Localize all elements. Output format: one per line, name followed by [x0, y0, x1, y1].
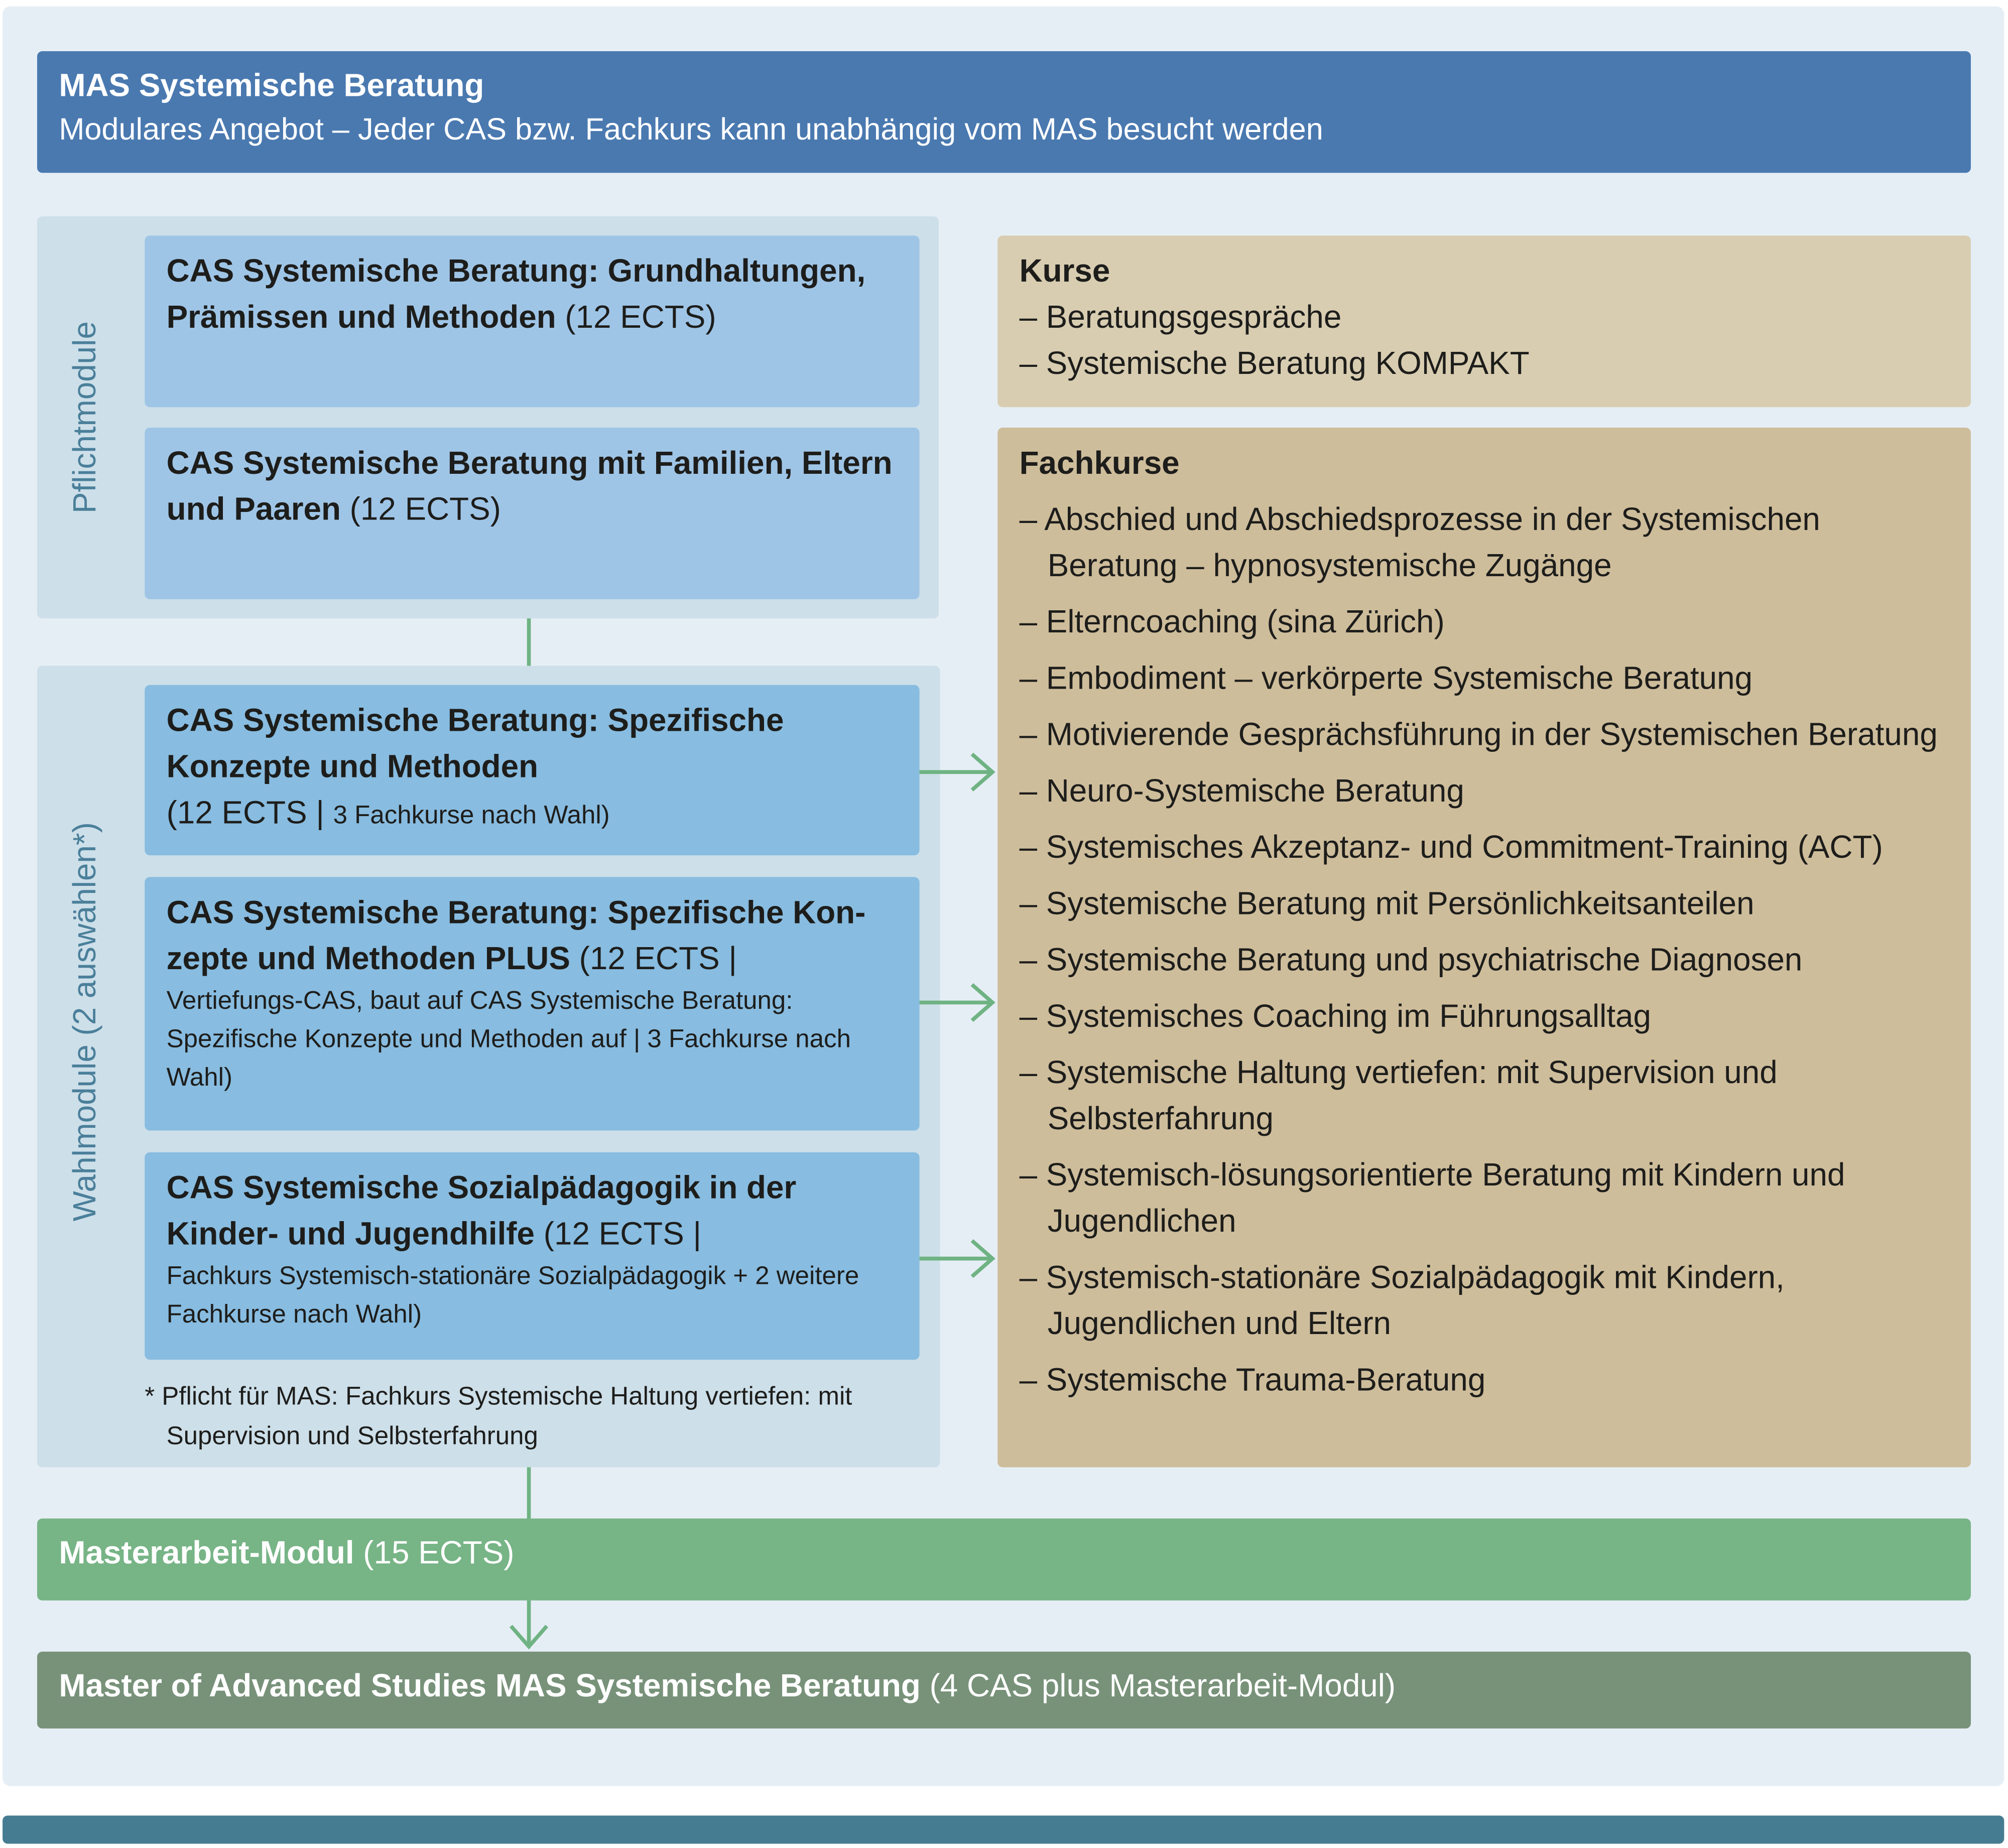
program-title: MAS Systemische Beratung — [59, 68, 484, 104]
fachkurs-item: – Systemische Haltung vertiefen: mit Sup… — [1019, 1055, 1778, 1137]
fachkurs-item: – Systemisches Akzeptanz- und Commitment… — [1019, 830, 1883, 866]
arrow-right-icon — [919, 983, 995, 1022]
module-ects: (12 ECTS | — [570, 941, 737, 977]
module-title: CAS Systemische Beratung: Grundhaltungen… — [166, 253, 866, 336]
module-ects: (12 ECTS | — [535, 1216, 702, 1252]
fachkurse-box: Fachkurse – Abschied und Abschiedsprozes… — [997, 428, 1971, 1468]
fachkurs-item: – Systemische Beratung mit Persönlichkei… — [1019, 886, 1754, 922]
fachkurs-item: – Neuro-Systemische Beratung — [1019, 773, 1464, 810]
program-header: MAS Systemische Beratung Modulares Angeb… — [37, 51, 1971, 173]
module-detail: 3 Fachkurse nach Wahl) — [333, 801, 610, 830]
fachkurs-item: – Systemisch-lösungsorientierte Beratung… — [1019, 1157, 1845, 1240]
kurse-box: Kurse – Beratungsgespräche – Systemische… — [997, 235, 1971, 408]
kurs-item: – Systemische Beratung KOMPAKT — [1019, 345, 1530, 382]
module-detail: Vertiefungs-CAS, baut auf CAS Systemisch… — [166, 987, 851, 1093]
cas-module-familien: CAS Systemische Beratung mit Familien, E… — [145, 428, 920, 599]
fachkurs-item: – Embodiment – verkörperte Systemische B… — [1019, 661, 1753, 697]
masterarbeit-ects: (15 ECTS) — [354, 1535, 515, 1571]
module-title: CAS Systemische Sozialpädagogik in der K… — [166, 1170, 797, 1252]
fachkurs-item: – Elterncoaching (sina Zürich) — [1019, 604, 1445, 640]
arrow-down-icon — [509, 1600, 549, 1650]
cas-module-sozialpaedagogik: CAS Systemische Sozialpädagogik in der K… — [145, 1152, 920, 1360]
fachkurs-item: – Systemische Trauma-Beratung — [1019, 1362, 1486, 1398]
mas-degree: Master of Advanced Studies MAS Systemisc… — [37, 1651, 1971, 1729]
fachkurs-item: – Motivierende Gesprächsführung in der S… — [1019, 717, 1938, 753]
arrow-right-icon — [919, 1239, 995, 1278]
module-ects: (12 ECTS | — [166, 795, 333, 831]
module-title: CAS Systemische Beratung: Spezifische Ko… — [166, 895, 866, 977]
cas-module-grundhaltungen: CAS Systemische Beratung: Grundhaltungen… — [145, 235, 920, 408]
masterarbeit-title: Masterarbeit-Modul — [59, 1535, 354, 1571]
module-detail: Fachkurs Systemisch-stationäre Sozialpäd… — [166, 1262, 859, 1329]
fachkurs-item: – Systemisch-stationäre Sozialpädagogik … — [1019, 1260, 1785, 1342]
mas-title: Master of Advanced Studies MAS Systemisc… — [59, 1668, 921, 1704]
footnote: * Pflicht für MAS: Fachkurs Systemische … — [145, 1383, 852, 1451]
module-ects: (12 ECTS) — [556, 299, 716, 336]
fachkurs-item: – Systemische Beratung und psychiatrisch… — [1019, 942, 1803, 978]
fachkurse-title: Fachkurse — [1019, 445, 1180, 482]
masterarbeit-module: Masterarbeit-Modul (15 ECTS) — [37, 1518, 1971, 1601]
fachkurs-item: – Abschied und Abschiedsprozesse in der … — [1019, 501, 1820, 584]
module-title: CAS Systemische Beratung: Spezifische Ko… — [166, 703, 784, 785]
cas-module-spezifische-konzepte: CAS Systemische Beratung: Spezifische Ko… — [145, 685, 920, 856]
module-title: CAS Systemische Beratung mit Familien, E… — [166, 445, 893, 528]
arrow-right-icon — [919, 752, 995, 791]
module-ects: (12 ECTS) — [340, 491, 501, 528]
fachkurs-item: – Systemisches Coaching im Führungsallta… — [1019, 998, 1651, 1035]
kurse-title: Kurse — [1019, 253, 1110, 290]
footer-bar — [3, 1815, 2004, 1844]
cas-module-spezifische-konzepte-plus: CAS Systemische Beratung: Spezifische Ko… — [145, 877, 920, 1131]
program-subtitle: Modulares Angebot – Jeder CAS bzw. Fachk… — [59, 112, 1323, 148]
mas-detail: (4 CAS plus Masterarbeit-Modul) — [920, 1668, 1396, 1704]
kurs-item: – Beratungsgespräche — [1019, 299, 1342, 336]
